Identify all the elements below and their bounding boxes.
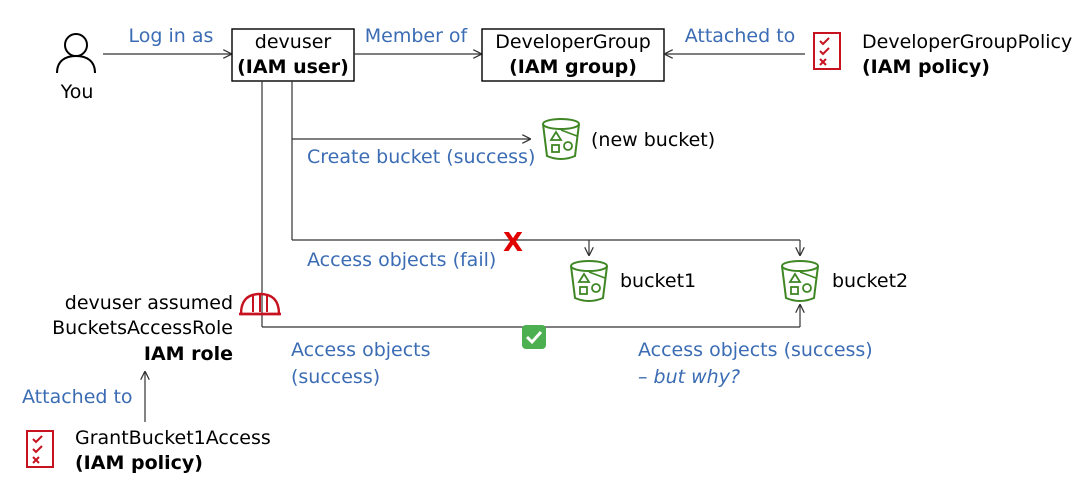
group-name: DeveloperGroup (495, 31, 651, 53)
devuser-type: (IAM user) (237, 56, 349, 78)
role-policy-type: (IAM policy) (75, 452, 203, 474)
you-label: You (60, 81, 94, 103)
edge-create-bucket: Create bucket (success) (307, 146, 535, 168)
bucket1-label: bucket1 (620, 270, 696, 292)
user-icon (56, 33, 96, 74)
edge-attached-to-role: Attached to (22, 386, 133, 408)
bucket2-label: bucket2 (832, 270, 908, 292)
role-line1: devuser assumed (65, 292, 233, 314)
iam-role-helmet-icon (239, 292, 281, 316)
devuser-box (231, 28, 355, 82)
edge-access-success-right-2: – but why? (638, 366, 740, 388)
policy-document-icon (26, 430, 54, 468)
s3-bucket-icon (781, 260, 819, 302)
edge-access-success-left-2: (success) (291, 366, 380, 388)
group-box (481, 28, 665, 82)
group-policy-type: (IAM policy) (862, 56, 990, 78)
edge-attached-to-group: Attached to (685, 25, 796, 47)
group-policy-name: DeveloperGroupPolicy (862, 31, 1072, 53)
group-type: (IAM group) (509, 56, 637, 78)
edge-log-in-as: Log in as (129, 25, 214, 47)
fail-mark: X (503, 228, 523, 258)
edge-access-fail: Access objects (fail) (307, 249, 496, 271)
check-mark-icon (522, 325, 546, 349)
new-bucket-label: (new bucket) (591, 129, 715, 151)
role-line3: IAM role (144, 343, 233, 365)
role-policy-name: GrantBucket1Access (75, 427, 271, 449)
edge-member-of: Member of (365, 25, 469, 47)
s3-bucket-icon (570, 260, 608, 302)
policy-document-icon (813, 32, 841, 70)
role-line2: BucketsAccessRole (52, 317, 233, 339)
edge-access-success-right-1: Access objects (success) (638, 339, 873, 361)
devuser-name: devuser (255, 31, 332, 53)
s3-bucket-icon (542, 118, 580, 160)
edge-access-success-left-1: Access objects (291, 339, 431, 361)
